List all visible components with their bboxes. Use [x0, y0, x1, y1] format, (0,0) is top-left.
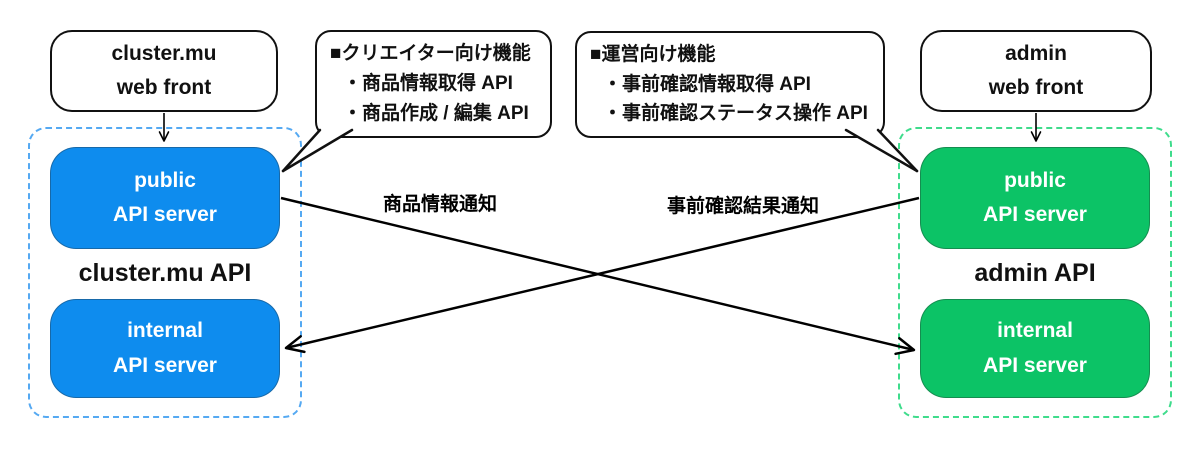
node-label-line: API server: [983, 203, 1087, 226]
node-admin-internal-api-server: internal API server: [920, 299, 1150, 398]
callout-operator-features: ■運営向け機能 ・事前確認情報取得 API ・事前確認ステータス操作 API: [575, 31, 885, 138]
callout-item: ・商品情報取得 API: [343, 73, 513, 95]
node-label-line: web front: [988, 76, 1084, 99]
arrow-preconfirm-result-notification: [284, 196, 920, 354]
node-label-line: admin: [1005, 41, 1067, 65]
node-label-line: internal: [997, 319, 1073, 343]
callout-item: ・事前確認情報取得 API: [603, 73, 811, 95]
node-label-line: cluster.mu: [111, 41, 217, 65]
node-label-line: API server: [113, 353, 217, 377]
arrow-product-info-notification: [280, 196, 916, 356]
node-cluster-mu-public-api-server: public API server: [50, 147, 280, 249]
node-label-line: API server: [113, 203, 217, 226]
node-cluster-mu-internal-api-server: internal API server: [50, 299, 280, 398]
edge-label-product-info-notification: 商品情報通知: [382, 194, 497, 215]
callout-item: ・商品作成 / 編集 API: [343, 103, 529, 125]
callout-title: ■クリエイター向け機能: [330, 43, 531, 65]
node-label-line: public: [134, 168, 196, 192]
node-label-line: public: [1004, 168, 1066, 192]
admin-api-group-label: admin API: [974, 259, 1096, 287]
edge-label-preconfirm-result-notification: 事前確認結果通知: [666, 196, 819, 217]
callout-item: ・事前確認ステータス操作 API: [603, 103, 868, 125]
node-admin-public-api-server: public API server: [920, 147, 1150, 249]
node-label-line: API server: [983, 353, 1087, 377]
node-label-line: web front: [116, 76, 212, 99]
callout-creator-features: ■クリエイター向け機能 ・商品情報取得 API ・商品作成 / 編集 API: [315, 30, 552, 138]
node-label-line: internal: [127, 319, 203, 343]
callout-title: ■運営向け機能: [590, 43, 716, 65]
node-cluster-mu-web-front: cluster.mu web front: [50, 30, 278, 112]
cluster-mu-api-group-label: cluster.mu API: [78, 259, 252, 287]
node-admin-web-front: admin web front: [920, 30, 1152, 112]
